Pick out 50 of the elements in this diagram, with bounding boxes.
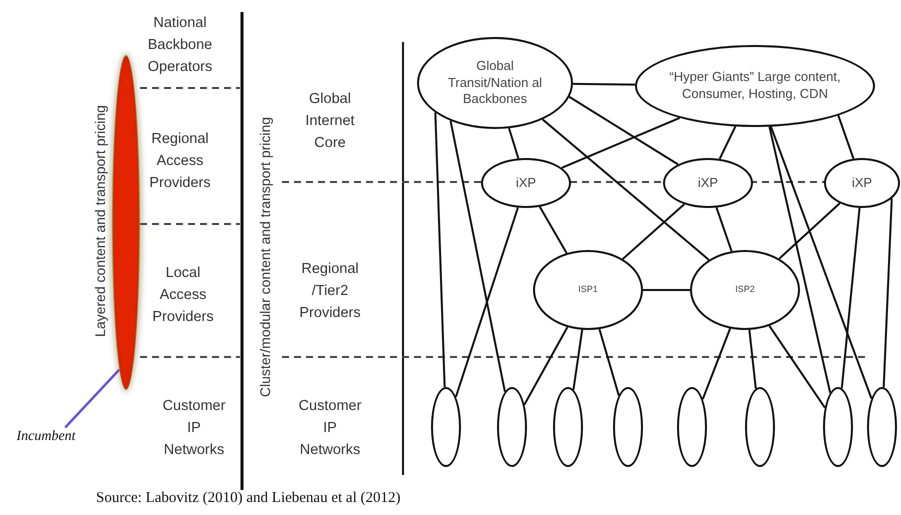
connector-line — [542, 118, 710, 261]
connector-line — [434, 112, 446, 388]
connector-line — [572, 330, 584, 390]
tier-label: National Backbone Operators — [146, 14, 214, 77]
node-label: Global Transit/Nation al Backbones — [446, 58, 544, 108]
tier-label: Local Access Providers — [151, 264, 215, 327]
node-label: iXP — [850, 174, 874, 192]
tier-label: Customer IP Networks — [298, 397, 362, 460]
connector-line — [718, 126, 736, 160]
customer-network-ellipse — [431, 387, 461, 467]
connector-line — [524, 326, 568, 406]
connector-line — [538, 206, 568, 254]
connector-line — [768, 126, 832, 394]
tier-label: Regional Access Providers — [148, 130, 212, 193]
connector-line — [702, 328, 732, 400]
node-label: ISP1 — [577, 284, 599, 296]
node-label: ISP2 — [734, 284, 756, 296]
customer-network-ellipse — [677, 387, 707, 467]
tier-label: Global Internet Core — [304, 90, 356, 153]
connector-line — [454, 207, 519, 398]
connector-line — [716, 207, 733, 252]
connector-line — [622, 203, 685, 260]
customer-network-ellipse — [823, 387, 853, 467]
connector-line — [598, 328, 620, 396]
connector-line — [778, 202, 840, 260]
connector-line — [837, 115, 854, 159]
tier-label: Customer IP Networks — [162, 397, 226, 460]
network-ellipse — [481, 158, 571, 208]
leader-line — [64, 368, 120, 428]
axis-label: Cluster/modular content and transport pricing — [257, 116, 273, 400]
axis-label: Layered content and transport pricing — [92, 104, 108, 339]
connector-line — [643, 289, 690, 291]
connector-line — [748, 330, 757, 389]
customer-network-ellipse — [497, 387, 527, 467]
connector-line — [572, 82, 636, 86]
customer-network-ellipse — [867, 387, 897, 467]
tier-label: Regional /Tier2 Providers — [298, 260, 362, 323]
source-caption: Source: Labovitz (2010) and Liebenau et al (2012) — [96, 490, 400, 507]
customer-network-ellipse — [613, 387, 643, 467]
connector-line — [508, 128, 520, 159]
callout-text: Incumbent — [8, 426, 84, 448]
connector-line — [770, 126, 872, 399]
connector-line — [561, 117, 680, 169]
connector-line — [450, 120, 506, 392]
connector-line — [568, 96, 679, 166]
node-label: “Hyper Giants” Large content, Consumer, Hosting, CDN — [668, 69, 842, 103]
node-label: iXP — [696, 174, 720, 192]
connector-line — [840, 208, 861, 388]
connector-line — [882, 198, 893, 388]
node-label: iXP — [514, 174, 538, 192]
